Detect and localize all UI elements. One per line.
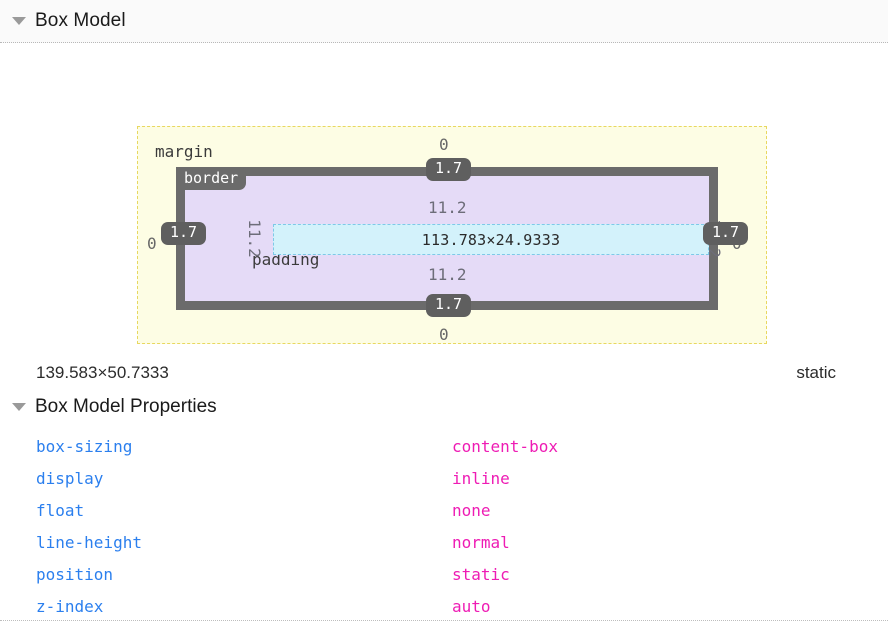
margin-region[interactable]: margin 0 0 0 0 padding 11.2 11.2 11.2 11… — [137, 126, 767, 344]
bottom-divider — [0, 620, 888, 621]
box-model-diagram: margin 0 0 0 0 padding 11.2 11.2 11.2 11… — [0, 43, 888, 344]
table-row[interactable]: position static — [0, 558, 888, 590]
box-model-summary: 139.583×50.7333 static — [0, 356, 888, 390]
margin-bottom-value[interactable]: 0 — [439, 325, 449, 344]
table-row[interactable]: z-index auto — [0, 590, 888, 622]
content-region[interactable]: 113.783×24.9333 — [273, 224, 709, 255]
triangle-down-icon[interactable] — [12, 17, 26, 25]
margin-region-label: margin — [155, 142, 213, 161]
property-name[interactable]: position — [36, 564, 114, 584]
property-value[interactable]: none — [452, 500, 491, 520]
property-name[interactable]: box-sizing — [36, 436, 133, 456]
border-left-value[interactable]: 1.7 — [161, 222, 207, 245]
property-name[interactable]: display — [36, 468, 104, 488]
property-value[interactable]: content-box — [452, 436, 558, 456]
margin-left-value[interactable]: 0 — [147, 234, 157, 253]
border-bottom-value[interactable]: 1.7 — [426, 294, 472, 317]
element-position-label: static — [796, 363, 836, 382]
border-region-label: border — [176, 167, 247, 190]
page-title: Box Model — [35, 10, 126, 31]
table-row[interactable]: box-sizing content-box — [0, 430, 888, 462]
table-row[interactable]: display inline — [0, 462, 888, 494]
box-model-panel-header[interactable]: Box Model — [0, 0, 888, 43]
property-name[interactable]: z-index — [36, 596, 104, 616]
property-name[interactable]: line-height — [36, 532, 142, 552]
table-row[interactable]: float none — [0, 494, 888, 526]
border-right-value[interactable]: 1.7 — [703, 222, 749, 245]
box-model-properties-title: Box Model Properties — [35, 396, 217, 417]
triangle-down-icon[interactable] — [12, 403, 26, 411]
property-value[interactable]: static — [452, 564, 510, 584]
element-size-label: 139.583×50.7333 — [36, 363, 169, 382]
property-name[interactable]: float — [36, 500, 85, 520]
margin-top-value[interactable]: 0 — [439, 135, 449, 154]
box-model-properties-list: box-sizing content-box display inline fl… — [0, 430, 888, 622]
padding-bottom-value[interactable]: 11.2 — [428, 265, 467, 284]
border-region[interactable]: padding 11.2 11.2 11.2 11.2 113.783×24.9… — [176, 167, 724, 310]
property-value[interactable]: inline — [452, 468, 510, 488]
padding-top-value[interactable]: 11.2 — [428, 198, 467, 217]
box-model-properties-header[interactable]: Box Model Properties — [12, 396, 217, 418]
content-size-label: 113.783×24.9333 — [421, 230, 561, 249]
border-top-value[interactable]: 1.7 — [426, 158, 472, 181]
table-row[interactable]: line-height normal — [0, 526, 888, 558]
property-value[interactable]: normal — [452, 532, 510, 552]
padding-left-value[interactable]: 11.2 — [244, 219, 264, 258]
property-value[interactable]: auto — [452, 596, 491, 616]
